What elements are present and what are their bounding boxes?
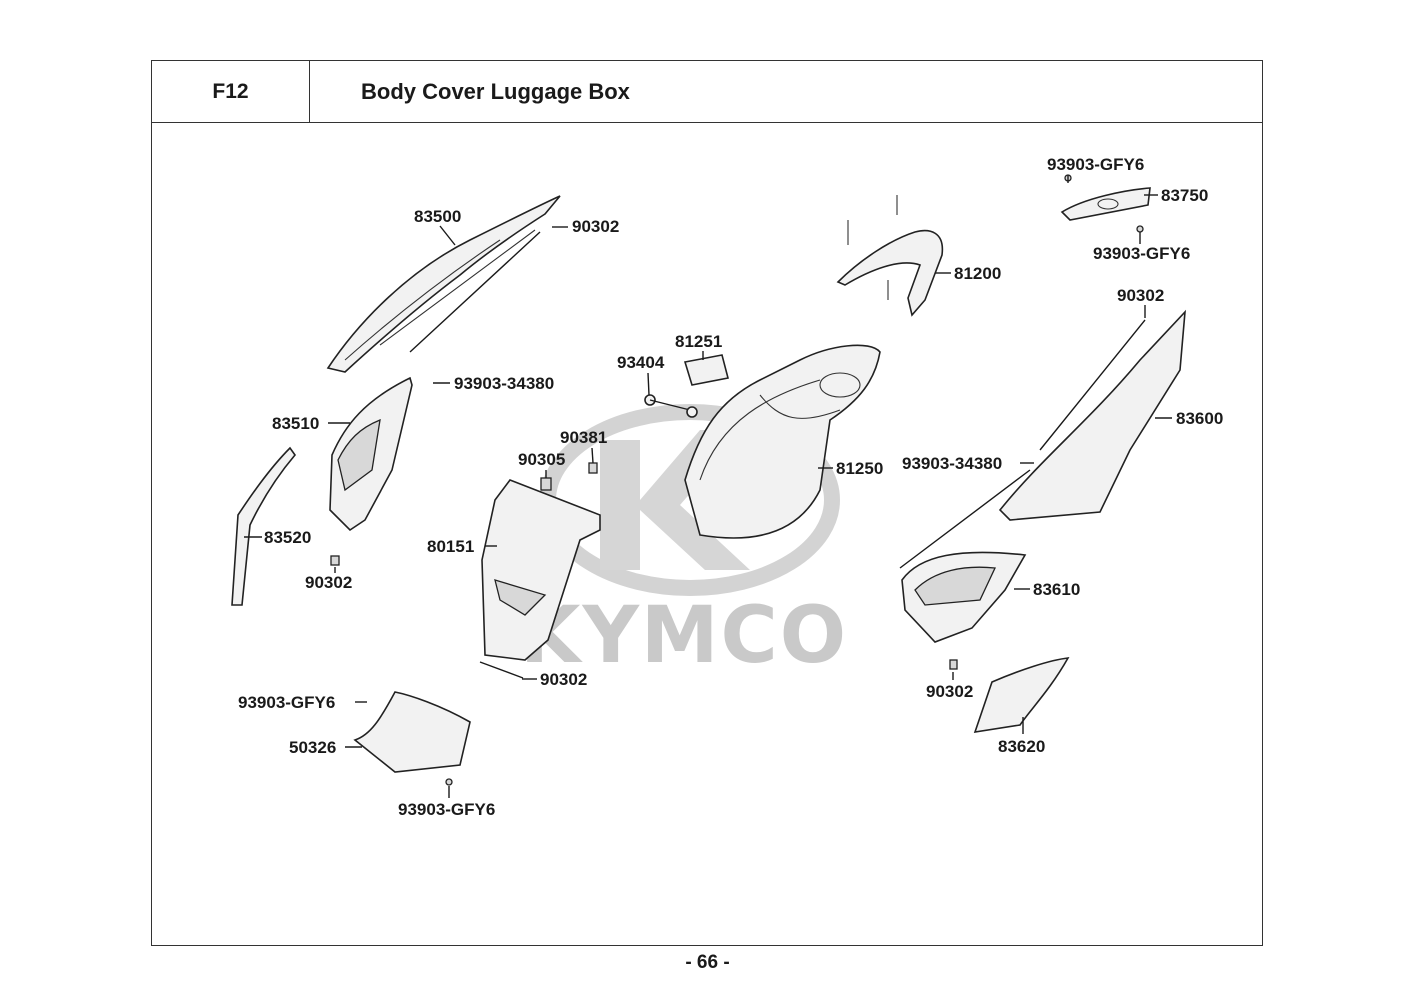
label-83500: 83500 xyxy=(414,207,461,226)
watermark-text: KYMCO xyxy=(520,591,848,681)
label-90302-right: 90302 xyxy=(1117,286,1164,305)
label-90302-top: 90302 xyxy=(572,217,619,236)
part-83500-cover xyxy=(326,195,561,373)
label-93404: 93404 xyxy=(617,353,665,372)
label-81250: 81250 xyxy=(836,459,883,478)
label-81200: 81200 xyxy=(954,264,1001,283)
label-83610: 83610 xyxy=(1033,580,1080,599)
diagram-frame: F12 Body Cover Luggage Box xyxy=(151,60,1263,946)
section-title: Body Cover Luggage Box xyxy=(310,61,1262,123)
part-81250-box xyxy=(684,344,881,539)
label-90302-bottom: 90302 xyxy=(540,670,587,689)
label-90302-right2: 90302 xyxy=(926,682,973,701)
label-93903-gfy6-c: 93903-GFY6 xyxy=(1047,155,1144,174)
part-80151-panel xyxy=(481,479,601,661)
part-50326-mat xyxy=(353,691,471,773)
label-50326: 50326 xyxy=(289,738,336,757)
label-93903-gfy6-b: 93903-GFY6 xyxy=(398,800,495,819)
part-83520-trim xyxy=(231,446,297,606)
part-81251-lid xyxy=(683,354,729,386)
part-83600-cover xyxy=(998,309,1186,521)
label-93903-gfy6-a: 93903-GFY6 xyxy=(238,693,335,712)
part-83750-cover xyxy=(1060,187,1151,221)
part-83610-panel xyxy=(899,469,1031,643)
label-80151: 80151 xyxy=(427,537,474,556)
label-83510: 83510 xyxy=(272,414,319,433)
part-83620-trim xyxy=(973,657,1070,733)
part-81200-grip xyxy=(836,195,944,317)
label-90302-left: 90302 xyxy=(305,573,352,592)
label-83750: 83750 xyxy=(1161,186,1208,205)
page-number: - 66 - xyxy=(685,952,730,973)
label-83600: 83600 xyxy=(1176,409,1223,428)
part-83510-panel xyxy=(329,376,413,532)
label-93903-gfy6-d: 93903-GFY6 xyxy=(1093,244,1190,263)
section-code: F12 xyxy=(152,61,310,123)
label-83620: 83620 xyxy=(998,737,1045,756)
label-90305: 90305 xyxy=(518,450,565,469)
label-93903-34380-left: 93903-34380 xyxy=(454,374,554,393)
label-93903-34380-right: 93903-34380 xyxy=(902,454,1002,473)
label-81251: 81251 xyxy=(675,332,722,351)
callout-labels: 83500 90302 93903-34380 83510 83520 9030… xyxy=(238,155,1223,819)
label-90381: 90381 xyxy=(560,428,607,447)
label-83520: 83520 xyxy=(264,528,311,547)
